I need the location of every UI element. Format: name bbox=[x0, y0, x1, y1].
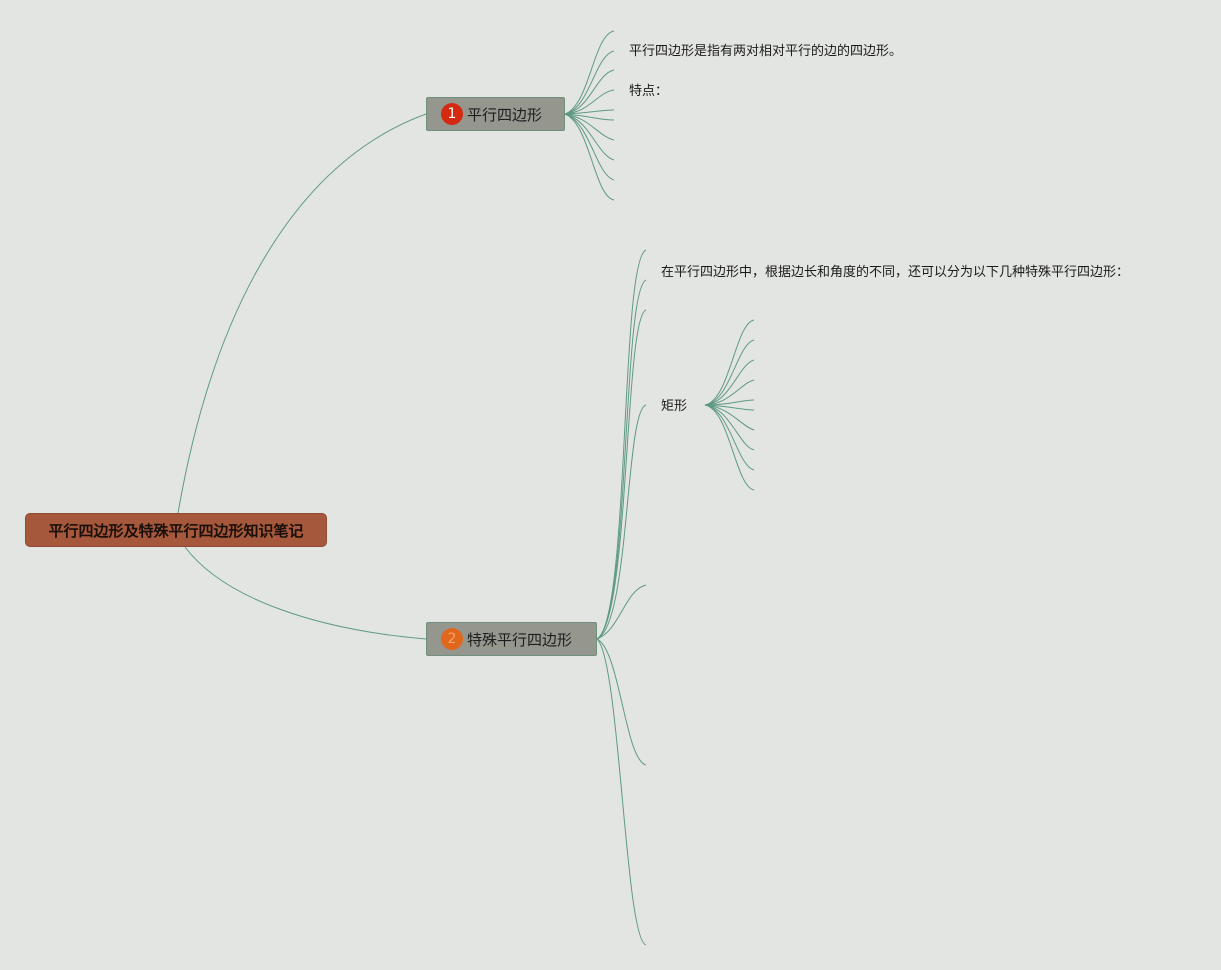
subtopic-rectangle[interactable]: 矩形 bbox=[661, 399, 688, 414]
root-topic-label: 平行四边形及特殊平行四边形知识笔记 bbox=[48, 521, 304, 540]
subtopic-features[interactable]: 特点： bbox=[629, 84, 669, 99]
topic-label: 平行四边形 bbox=[467, 105, 543, 124]
root-to-topic-1-link bbox=[177, 113, 427, 514]
topic-2-branches bbox=[596, 249, 647, 946]
topic-1-branches bbox=[564, 30, 615, 201]
root-topic[interactable]: 平行四边形及特殊平行四边形知识笔记 bbox=[25, 513, 327, 547]
topic-parallelogram[interactable]: 1 平行四边形 bbox=[426, 97, 565, 131]
priority-2-icon: 2 bbox=[441, 628, 463, 650]
topic-label: 特殊平行四边形 bbox=[467, 630, 573, 649]
rect-branches bbox=[704, 319, 755, 491]
root-to-topic-2-link bbox=[184, 546, 427, 640]
subtopic-definition[interactable]: 平行四边形是指有两对相对平行的边的四边形。 bbox=[629, 44, 903, 59]
topic-special-parallelogram[interactable]: 2 特殊平行四边形 bbox=[426, 622, 597, 656]
priority-1-icon: 1 bbox=[441, 103, 463, 125]
subtopic-intro[interactable]: 在平行四边形中，根据边长和角度的不同，还可以分为以下几种特殊平行四边形： bbox=[661, 265, 1130, 280]
